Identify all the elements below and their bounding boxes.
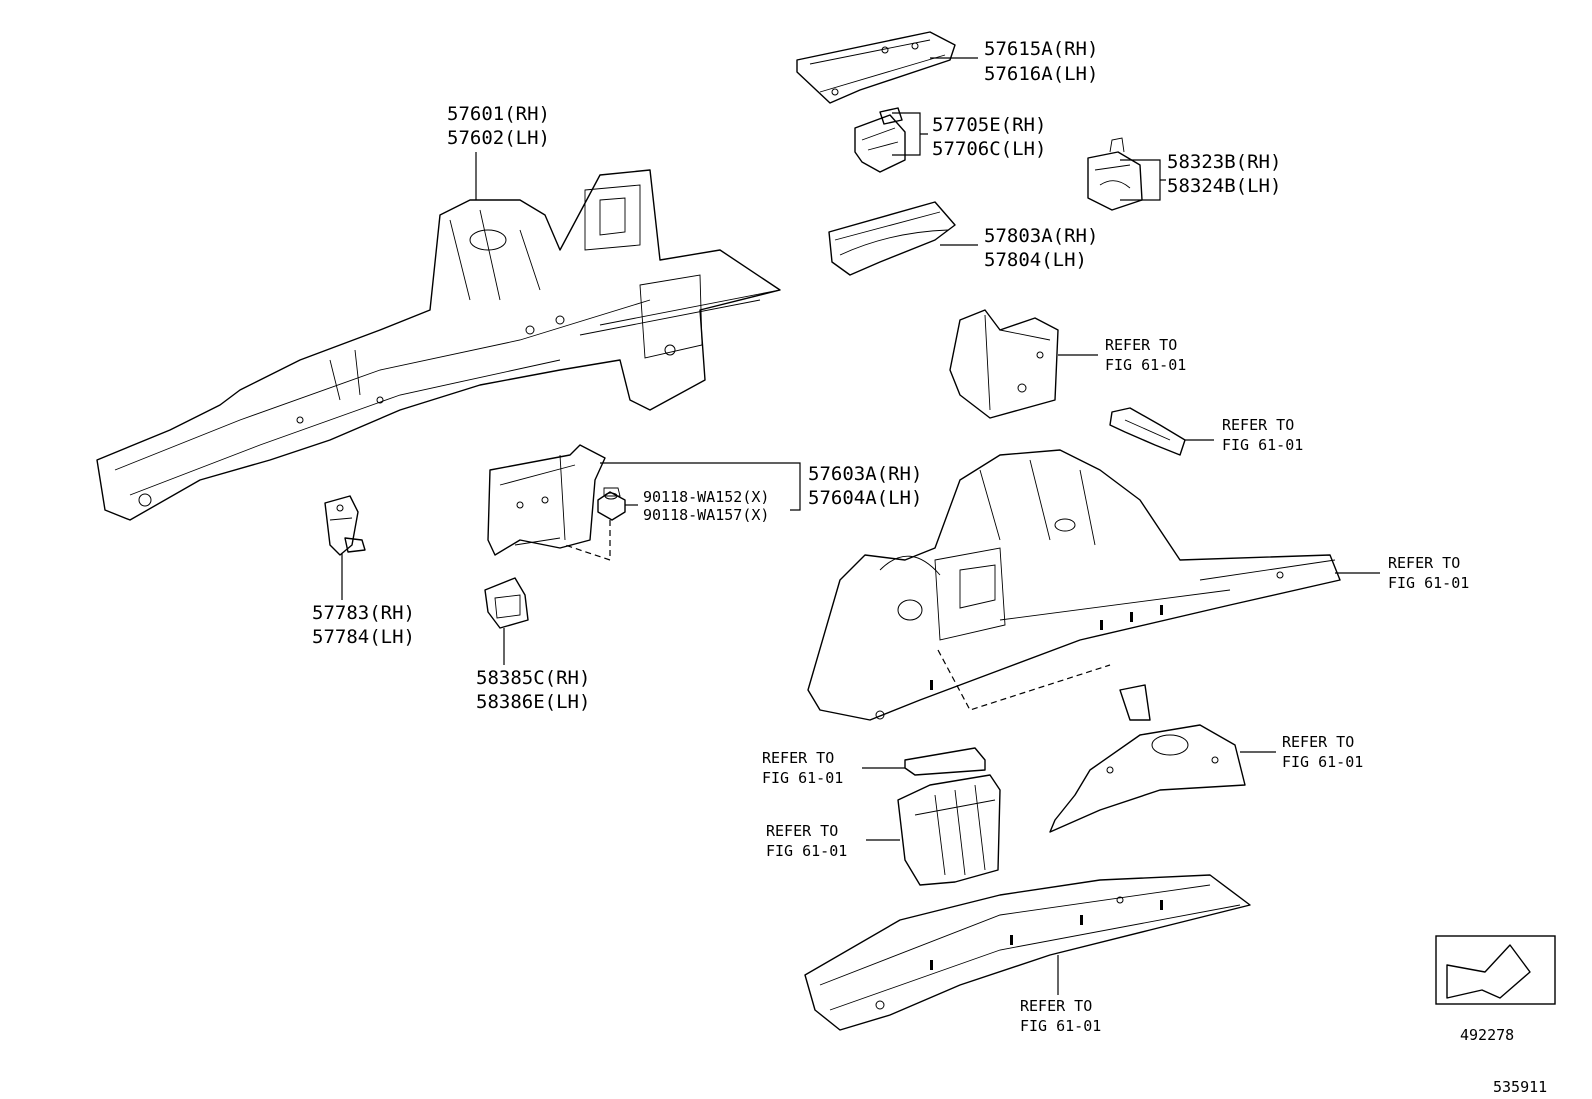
bracket-58385-drawing xyxy=(484,577,529,629)
bracket-58323-drawing xyxy=(1087,137,1143,211)
refer-to-text: REFER TO xyxy=(766,822,838,840)
refer-label-5: REFER TO FIG 61-01 xyxy=(762,749,843,787)
part-number-57706c-lh: 57706C(LH) xyxy=(932,138,1046,160)
part-number-57705e-rh: 57705E(RH) xyxy=(932,114,1046,136)
part-number-57616a-lh: 57616A(LH) xyxy=(984,63,1098,85)
refer-apron-drawing xyxy=(949,309,1059,419)
label-58323: 58323B(RH) 58324B(LH) xyxy=(1167,151,1281,197)
refer-reinforcement-drawing xyxy=(897,774,1001,886)
label-58385: 58385C(RH) 58386E(LH) xyxy=(476,667,590,713)
refer-small-plate-drawing xyxy=(904,747,986,776)
bracket-57705-drawing xyxy=(854,107,906,173)
part-number-57803a-rh: 57803A(RH) xyxy=(984,225,1098,247)
refer-label-7: REFER TO FIG 61-01 xyxy=(1020,997,1101,1035)
nut-90118-drawing xyxy=(597,487,626,521)
part-number-57602-lh: 57602(LH) xyxy=(447,127,550,149)
refer-to-text: REFER TO xyxy=(1388,554,1460,572)
refer-fig-text: FIG 61-01 xyxy=(1020,1017,1101,1035)
refer-to-text: REFER TO xyxy=(1222,416,1294,434)
refer-lower-member-drawing xyxy=(804,874,1251,1031)
refer-label-2: REFER TO FIG 61-01 xyxy=(1222,416,1303,454)
refer-to-text: REFER TO xyxy=(1282,733,1354,751)
part-number-90118-wa152: 90118-WA152(X) xyxy=(643,488,769,506)
bracket-57615-drawing xyxy=(796,31,956,104)
refer-to-text: REFER TO xyxy=(1105,336,1177,354)
refer-small-bracket-drawing xyxy=(1109,407,1186,456)
bracket-57783-drawing xyxy=(324,495,366,556)
icon-code: 492278 xyxy=(1460,1026,1514,1044)
part-number-58323b-rh: 58323B(RH) xyxy=(1167,151,1281,173)
front-direction-arrow-icon xyxy=(1435,935,1556,1005)
side-member-57601-drawing xyxy=(96,169,781,521)
label-57705: 57705E(RH) 57706C(LH) xyxy=(932,114,1046,160)
part-number-58324b-lh: 58324B(LH) xyxy=(1167,175,1281,197)
label-57783: 57783(RH) 57784(LH) xyxy=(312,602,415,648)
part-number-57804-lh: 57804(LH) xyxy=(984,249,1087,271)
part-number-57604a-lh: 57604A(LH) xyxy=(808,487,922,509)
label-90118: 90118-WA152(X) 90118-WA157(X) xyxy=(643,488,769,524)
refer-strut-tower-drawing xyxy=(1049,684,1246,833)
part-number-57783-rh: 57783(RH) xyxy=(312,602,415,624)
refer-apron-assembly-drawing xyxy=(807,449,1341,721)
refer-to-text: REFER TO xyxy=(762,749,834,767)
refer-fig-text: FIG 61-01 xyxy=(1282,753,1363,771)
label-57803: 57803A(RH) 57804(LH) xyxy=(984,225,1098,271)
refer-label-4: REFER TO FIG 61-01 xyxy=(1282,733,1363,771)
label-57601: 57601(RH) 57602(LH) xyxy=(447,103,550,149)
refer-label-6: REFER TO FIG 61-01 xyxy=(766,822,847,860)
refer-label-3: REFER TO FIG 61-01 xyxy=(1388,554,1469,592)
part-number-58386e-lh: 58386E(LH) xyxy=(476,691,590,713)
diagram-id: 535911 xyxy=(1493,1078,1547,1096)
refer-fig-text: FIG 61-01 xyxy=(766,842,847,860)
refer-fig-text: FIG 61-01 xyxy=(762,769,843,787)
label-57615: 57615A(RH) 57616A(LH) xyxy=(984,38,1098,85)
refer-fig-text: FIG 61-01 xyxy=(1105,356,1186,374)
extension-57603-drawing xyxy=(487,444,606,556)
part-number-90118-wa157: 90118-WA157(X) xyxy=(643,506,769,524)
label-57603: 57603A(RH) 57604A(LH) xyxy=(808,463,922,509)
refer-fig-text: FIG 61-01 xyxy=(1388,574,1469,592)
leader-lines xyxy=(341,57,1380,995)
part-number-57601-rh: 57601(RH) xyxy=(447,103,550,125)
dashed-guides xyxy=(564,520,1111,711)
part-number-58385c-rh: 58385C(RH) xyxy=(476,667,590,689)
part-number-57603a-rh: 57603A(RH) xyxy=(808,463,922,485)
refer-to-text: REFER TO xyxy=(1020,997,1092,1015)
refer-fig-text: FIG 61-01 xyxy=(1222,436,1303,454)
part-number-57784-lh: 57784(LH) xyxy=(312,626,415,648)
part-number-57615a-rh: 57615A(RH) xyxy=(984,38,1098,60)
channel-57803-drawing xyxy=(828,201,956,276)
refer-label-1: REFER TO FIG 61-01 xyxy=(1105,336,1186,374)
